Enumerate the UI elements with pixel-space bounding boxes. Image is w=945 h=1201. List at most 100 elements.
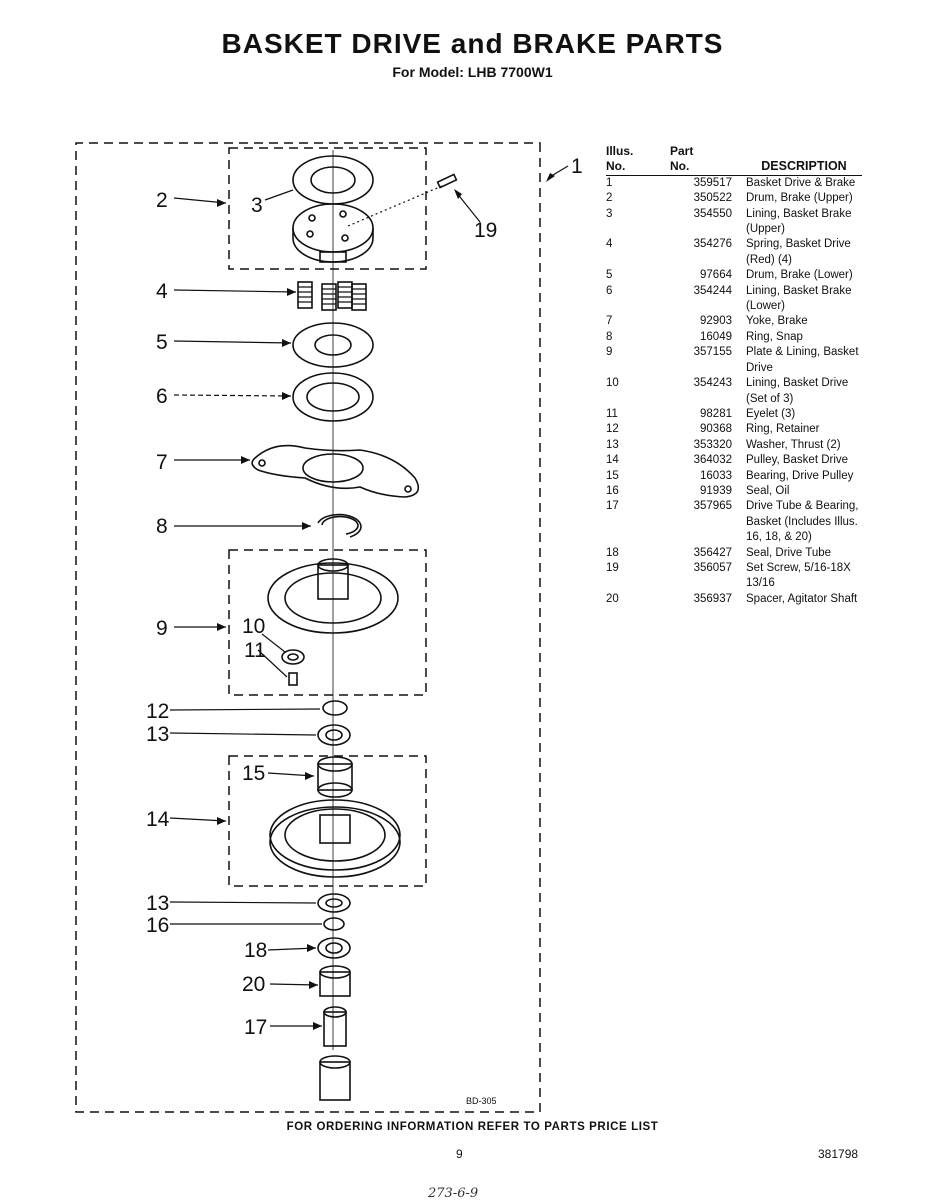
part-springs	[297, 281, 367, 311]
cell-part-no: 354244	[693, 284, 732, 297]
cell-illus-no: 7	[606, 315, 613, 328]
part-yoke	[251, 444, 420, 498]
cell-part-no: 90368	[700, 423, 732, 436]
part-set-screw	[347, 173, 458, 227]
ordering-info-note: FOR ORDERING INFORMATION REFER TO PARTS …	[286, 1121, 659, 1133]
cell-description: Lining, Basket Drive (Set of 3)	[746, 377, 849, 405]
header-part-no: Part No.	[670, 144, 694, 174]
cell-description: Plate & Lining, Basket Drive	[746, 346, 859, 374]
cell-part-no: 357155	[693, 346, 732, 359]
cell-part-no: 354550	[693, 207, 732, 220]
cell-description: Basket Drive & Brake	[746, 176, 856, 189]
cell-description: Ring, Retainer	[746, 423, 820, 436]
handwritten-note: 273-6-9	[428, 1186, 479, 1201]
cell-illus-no: 1	[606, 176, 613, 189]
cell-illus-no: 18	[606, 546, 619, 559]
cell-description: Set Screw, 5/16-18X 13/16	[746, 561, 851, 590]
cell-description: Yoke, Brake	[746, 315, 808, 328]
group-box-2	[228, 147, 427, 270]
part-drive-tube	[319, 1006, 351, 1101]
cell-part-no: 97664	[700, 269, 732, 282]
part-thrust-washer-upper	[317, 724, 351, 746]
cell-part-no: 359517	[693, 176, 732, 189]
cell-description: Bearing, Drive Pulley	[746, 469, 854, 482]
cell-part-no: 356427	[693, 546, 732, 559]
table-row: 7 92903 Yoke, Brake	[606, 314, 862, 329]
cell-illus-no: 15	[606, 469, 619, 482]
cell-part-no: 16033	[700, 469, 732, 482]
callout-16: 16	[146, 914, 169, 937]
cell-illus-no: 9	[606, 346, 613, 359]
cell-illus-no: 14	[606, 454, 619, 467]
group-box-14	[228, 755, 427, 887]
table-row: 9 357155 Plate & Lining, Basket Drive	[606, 345, 862, 376]
cell-description: Lining, Basket Brake (Upper)	[746, 207, 852, 236]
callout-14: 14	[146, 808, 170, 831]
cell-illus-no: 8	[606, 330, 613, 343]
page-title: BASKET DRIVE and BRAKE PARTS	[221, 28, 724, 59]
cell-part-no: 354276	[693, 238, 732, 251]
cell-illus-no: 5	[606, 269, 613, 282]
part-pulley	[269, 799, 401, 878]
part-bearing	[317, 756, 353, 798]
leader-lines	[169, 165, 569, 1030]
cell-illus-no: 2	[606, 192, 613, 205]
cell-description: Eyelet (3)	[746, 407, 796, 420]
callout-10: 10	[242, 615, 265, 638]
callout-labels: 1 2 3 19 4 5 6 7 8 9 10 11 12 13 15 14 1…	[146, 155, 583, 1106]
callout-8: 8	[156, 515, 168, 538]
callout-13-lower: 13	[146, 892, 169, 915]
cell-part-no: 92903	[700, 315, 732, 328]
cell-part-no: 350522	[693, 192, 732, 205]
header-illus-no: Illus. No.	[606, 144, 634, 174]
group-box-9	[228, 549, 427, 696]
cell-description: Drive Tube & Bearing, Basket (Includes I…	[746, 500, 859, 544]
callout-2: 2	[156, 189, 168, 212]
cell-part-no: 98281	[700, 407, 732, 420]
cell-description: Lining, Basket Brake (Lower)	[746, 284, 852, 313]
document-code: 381798	[818, 1147, 859, 1161]
table-row: 1 359517 Basket Drive & Brake	[606, 175, 862, 191]
cell-part-no: 356937	[693, 592, 732, 605]
cell-illus-no: 20	[606, 592, 619, 605]
assembly-border	[75, 142, 541, 1113]
cell-part-no: 364032	[693, 454, 732, 467]
part-plate-lining	[267, 558, 399, 634]
part-lining-lower	[292, 372, 374, 422]
cell-part-no: 353320	[693, 438, 732, 451]
cell-illus-no: 12	[606, 423, 619, 436]
part-lining-eyelet	[281, 649, 305, 686]
cell-description: Spring, Basket Drive (Red) (4)	[746, 238, 851, 266]
cell-description: Washer, Thrust (2)	[746, 438, 841, 451]
cell-illus-no: 16	[606, 484, 619, 497]
cell-description: Spacer, Agitator Shaft	[746, 592, 858, 605]
cell-illus-no: 10	[606, 377, 619, 390]
part-thrust-washer-lower	[317, 893, 351, 913]
callout-11: 11	[244, 639, 266, 662]
callout-13-upper: 13	[146, 723, 169, 746]
cell-description: Seal, Oil	[746, 484, 790, 497]
cell-illus-no: 4	[606, 238, 613, 251]
cell-part-no: 16049	[700, 330, 732, 343]
header-description: DESCRIPTION	[761, 159, 847, 174]
part-oil-seal	[323, 917, 345, 931]
part-drive-tube-seal	[317, 937, 351, 959]
cell-illus-no: 11	[606, 407, 618, 420]
part-snap-ring	[317, 513, 362, 538]
cell-illus-no: 17	[606, 500, 619, 513]
page-number: 9	[456, 1147, 463, 1161]
table-row: 20 356937 Spacer, Agitator Shaft	[606, 592, 862, 607]
